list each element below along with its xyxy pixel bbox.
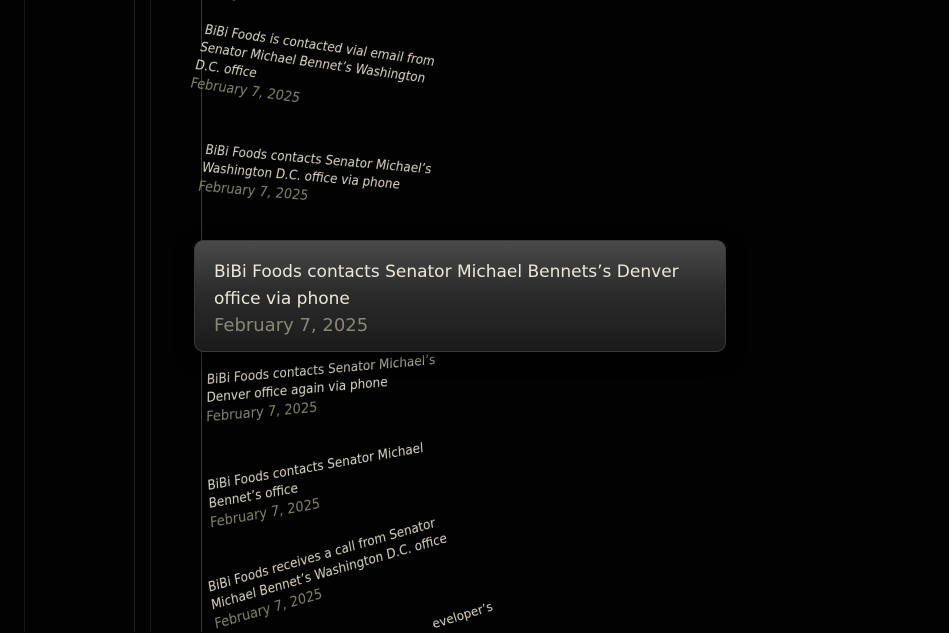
- background-divider-line: [134, 0, 135, 632]
- background-divider-line: [150, 0, 151, 632]
- background-divider-line: [24, 0, 25, 632]
- timeline-entry-title: BiBi Foods contacts Senator Michael Benn…: [214, 262, 679, 309]
- timeline-entry[interactable]: BiBi Foods receives a call from Senator …: [207, 512, 453, 633]
- timeline-entry[interactable]: BiBi Foods is contacted vial email from …: [188, 22, 448, 126]
- timeline-entry[interactable]: BiBi Foods contacts Senator Michael’s Wa…: [197, 142, 450, 217]
- timeline-entry-highlighted[interactable]: BiBi Foods contacts Senator Michael Benn…: [194, 240, 726, 352]
- timeline-entry[interactable]: BiBi Foods contacts Senator Michael’s De…: [206, 351, 452, 427]
- timeline-entry[interactable]: BiBi Foods contacts Senator Michael Benn…: [207, 435, 453, 532]
- timeline-entry[interactable]: eveloper’s: [430, 593, 512, 633]
- timeline-entry-date: February 7, 2025: [214, 315, 369, 336]
- timeline-entry-title: eveloper’s: [430, 599, 495, 632]
